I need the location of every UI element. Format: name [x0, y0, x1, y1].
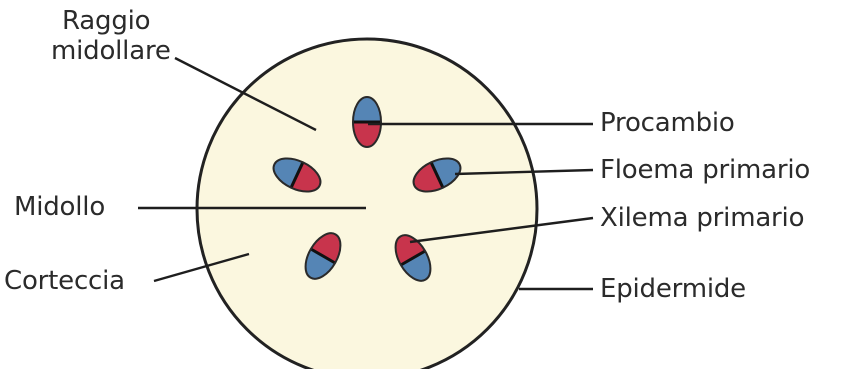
- label-xilema-primario: Xilema primario: [600, 203, 804, 233]
- label-floema-primario: Floema primario: [600, 155, 810, 185]
- label-procambio: Procambio: [600, 108, 735, 138]
- vascular-bundle-top: [353, 97, 381, 147]
- label-raggio-midollare: Raggio midollare: [62, 6, 171, 66]
- label-corteccia: Corteccia: [4, 266, 125, 296]
- label-raggio-line1: Raggio: [62, 6, 171, 36]
- label-midollo: Midollo: [14, 192, 105, 222]
- label-epidermide: Epidermide: [600, 274, 746, 304]
- stem-cross-section-circle: [197, 39, 537, 369]
- label-raggio-line2: midollare: [51, 36, 171, 66]
